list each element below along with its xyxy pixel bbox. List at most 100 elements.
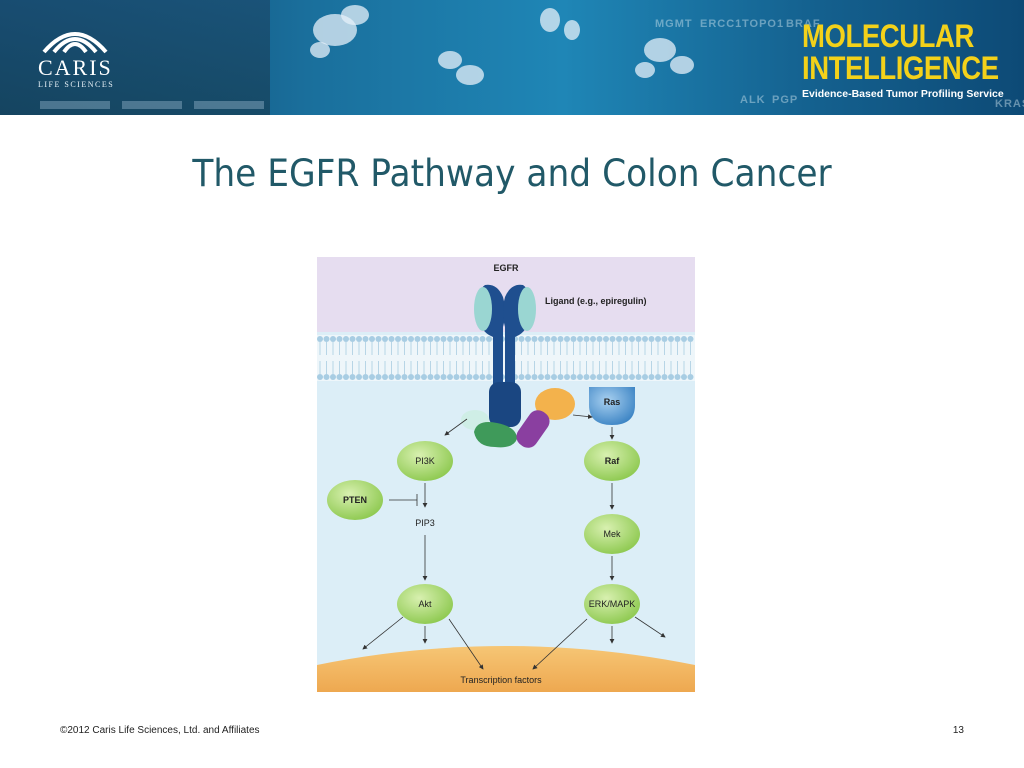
brand-line-1: MOLECULAR — [802, 18, 974, 54]
nucleus-region — [317, 646, 695, 692]
membrane-head — [544, 374, 551, 380]
caris-logo-subtitle: LIFE SCIENCES — [38, 80, 115, 89]
membrane-head — [622, 374, 629, 380]
membrane-head — [466, 374, 473, 380]
akt-label: Akt — [418, 599, 432, 609]
membrane-head — [642, 336, 648, 342]
membrane-head — [531, 336, 538, 342]
ras-node — [589, 387, 635, 425]
membrane-head — [596, 374, 603, 380]
membrane-head — [668, 374, 674, 380]
membrane-head — [486, 336, 492, 342]
membrane-head — [336, 374, 343, 380]
membrane-head — [655, 374, 661, 380]
caris-logo-arcs-icon — [42, 32, 108, 54]
gene-word: ALK — [740, 94, 766, 106]
membrane-head — [382, 374, 388, 380]
membrane-head — [414, 374, 421, 380]
membrane-head — [427, 374, 434, 380]
membrane-head — [596, 336, 603, 342]
membrane-head — [408, 374, 414, 380]
membrane-head — [421, 336, 427, 342]
membrane-head — [687, 374, 694, 380]
molecule-decoration-icon — [310, 5, 694, 85]
membrane-head — [629, 374, 635, 380]
membrane-head — [382, 336, 388, 342]
adapter-protein-orange — [535, 388, 575, 420]
membrane-head — [538, 374, 544, 380]
membrane-head — [551, 374, 557, 380]
membrane-head — [525, 336, 531, 342]
membrane-head — [408, 336, 414, 342]
membrane-head — [622, 336, 629, 342]
pip3-label: PIP3 — [415, 518, 435, 528]
erk-node — [584, 584, 640, 624]
membrane-head — [609, 336, 616, 342]
banner-decor-rows — [40, 96, 276, 114]
membrane-head — [414, 336, 421, 342]
membrane-head — [479, 336, 486, 342]
membrane-head — [668, 336, 674, 342]
membrane-head — [583, 336, 590, 342]
membrane-head — [460, 374, 466, 380]
adapter-protein-purple — [516, 410, 550, 448]
page-number: 13 — [952, 725, 964, 736]
membrane-head — [453, 374, 460, 380]
membrane-head — [661, 336, 668, 342]
membrane-head — [453, 336, 460, 342]
membrane-head — [642, 374, 648, 380]
membrane-head — [356, 374, 362, 380]
membrane-head — [564, 374, 570, 380]
gene-word: ERCC1 — [700, 18, 743, 30]
membrane-head — [427, 336, 434, 342]
egfr-receptor — [474, 284, 536, 427]
ras-label: Ras — [603, 397, 621, 407]
brand-tagline: Evidence-Based Tumor Profiling Service — [802, 88, 1004, 100]
membrane-head — [577, 336, 583, 342]
membrane-head — [674, 336, 681, 342]
membrane-head — [395, 374, 401, 380]
membrane-head — [629, 336, 635, 342]
membrane-head — [421, 374, 427, 380]
membrane-head — [447, 374, 453, 380]
gene-word: BRAF — [786, 18, 821, 30]
membrane-head — [447, 336, 453, 342]
membrane-head — [590, 336, 596, 342]
membrane-head — [473, 374, 479, 380]
mek-node — [584, 514, 640, 554]
membrane-head — [317, 374, 323, 380]
pathway-arrows — [362, 414, 666, 670]
membrane-head — [564, 336, 570, 342]
membrane-head — [590, 374, 596, 380]
membrane-head — [343, 374, 349, 380]
membrane-head — [356, 336, 362, 342]
pi3k-label: PI3K — [415, 456, 435, 466]
membrane-head — [473, 336, 479, 342]
membrane-head — [551, 336, 557, 342]
membrane-head — [616, 336, 622, 342]
membrane-head — [681, 336, 687, 342]
membrane-head — [609, 374, 616, 380]
membrane-head — [616, 374, 622, 380]
membrane-head — [466, 336, 473, 342]
pten-label: PTEN — [342, 495, 368, 505]
membrane-head — [518, 336, 525, 342]
membrane-head — [486, 374, 492, 380]
membrane-head — [661, 374, 668, 380]
membrane-head — [603, 336, 609, 342]
membrane-head — [375, 374, 382, 380]
pathway-graphic — [317, 257, 695, 692]
membrane-head — [343, 336, 349, 342]
membrane-head — [557, 336, 564, 342]
membrane-head — [655, 336, 661, 342]
membrane-head — [323, 336, 330, 342]
membrane-head — [460, 336, 466, 342]
membrane-head — [375, 336, 382, 342]
membrane-head — [369, 336, 375, 342]
gene-word: PGP — [772, 94, 799, 106]
membrane-head — [388, 374, 395, 380]
egfr-pathway-diagram: EGFR Ligand (e.g., epiregulin) Ras PI3K … — [317, 257, 695, 692]
membrane-head — [635, 374, 642, 380]
pten-node — [327, 480, 383, 520]
mek-label: Mek — [603, 529, 621, 539]
